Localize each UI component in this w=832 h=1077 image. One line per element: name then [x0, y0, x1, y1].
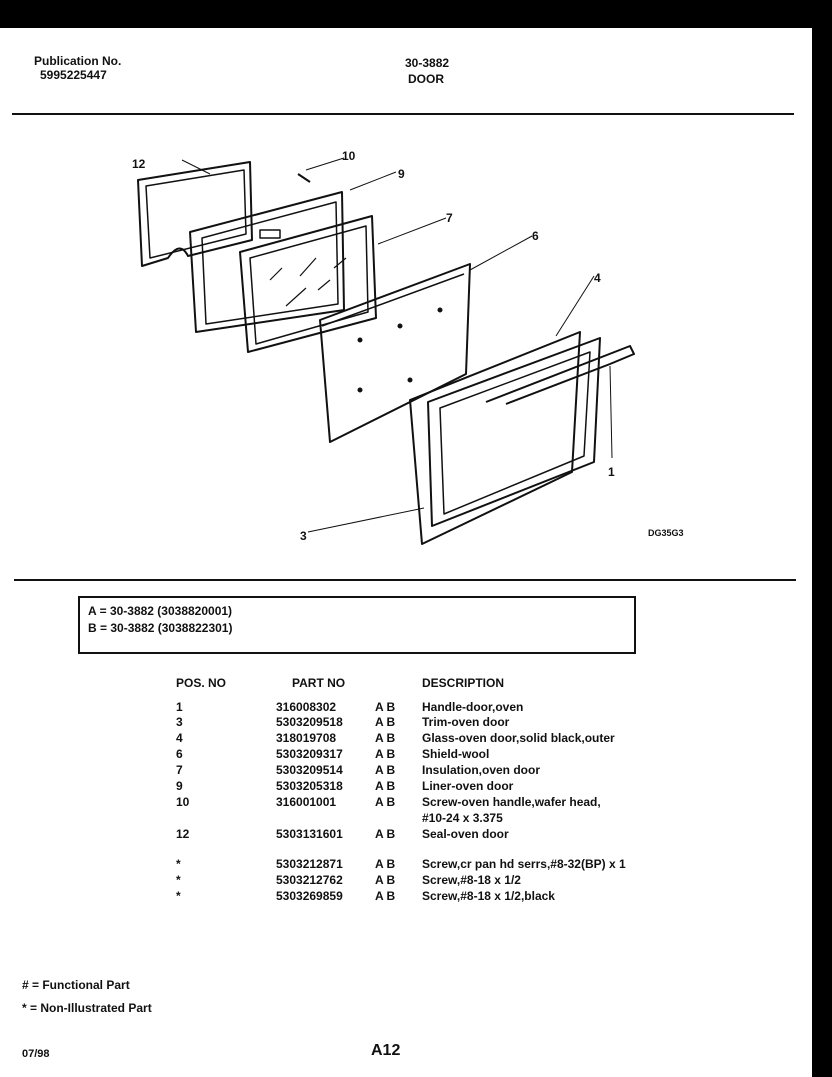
callout-7: 7	[446, 211, 453, 225]
pos-no-cell: 1	[176, 700, 183, 714]
models-cell: A B	[375, 889, 396, 903]
models-cell: A B	[375, 763, 396, 777]
models-cell: A B	[375, 857, 396, 871]
seal-part	[137, 161, 253, 267]
model-number: 30-3882	[405, 56, 450, 70]
top-black-border	[0, 0, 832, 28]
models-cell: A B	[375, 779, 396, 793]
model-text: 30-3882 (3038820001)	[109, 604, 233, 618]
pos-no-cell: *	[176, 857, 181, 871]
description-cell: Seal-oven door	[422, 827, 509, 841]
callout-6: 6	[532, 229, 539, 243]
model-eq: =	[99, 604, 107, 618]
footer-date: 07/98	[22, 1048, 50, 1060]
description-cell-continued: #10-24 x 3.375	[422, 811, 503, 825]
part-no-cell: 318019708	[276, 731, 337, 745]
part-no-cell: 5303212871	[276, 857, 343, 871]
part-no-cell: 5303212762	[276, 873, 343, 887]
models-cell: A B	[375, 747, 396, 761]
model-eq: =	[100, 621, 108, 635]
description-cell: Liner-oven door	[422, 779, 514, 793]
callout-3: 3	[300, 529, 307, 543]
insulation-part	[239, 215, 377, 353]
diagram-rule	[14, 579, 796, 581]
part-no-cell: 5303269859	[276, 889, 343, 903]
publication-label: Publication No.	[34, 54, 122, 68]
pos-no-cell: 12	[176, 827, 190, 841]
part-no-cell: 5303209317	[276, 747, 343, 761]
pos-no-cell: *	[176, 889, 181, 903]
part-no-cell: 5303209518	[276, 715, 343, 729]
pos-no-cell: 6	[176, 747, 183, 761]
trim-part	[427, 337, 601, 527]
col-pos-no: POS. NO	[176, 676, 227, 690]
model-line-a: A = 30-3882 (3038820001)	[88, 604, 232, 618]
pos-no-cell: 7	[176, 763, 183, 777]
publication-number: 5995225447	[40, 68, 107, 82]
part-no-cell: 5303205318	[276, 779, 343, 793]
pos-no-cell: 10	[176, 795, 190, 809]
shield-part	[319, 263, 471, 443]
models-cell: A B	[375, 715, 396, 729]
right-black-border	[812, 0, 832, 1077]
handle-part	[485, 345, 635, 405]
models-cell: A B	[375, 827, 396, 841]
description-cell: Glass-oven door,solid black,outer	[422, 731, 615, 745]
functional-note: # = Functional Part	[22, 978, 130, 992]
part-no-cell: 5303209514	[276, 763, 343, 777]
diagram-code: DG35G3	[648, 528, 684, 538]
description-cell: Trim-oven door	[422, 715, 510, 729]
callout-1: 1	[608, 465, 615, 479]
pos-no-cell: 4	[176, 731, 183, 745]
part-no-cell: 5303131601	[276, 827, 343, 841]
pos-no-cell: 9	[176, 779, 183, 793]
part-no-cell: 316008302	[276, 700, 337, 714]
section-title: DOOR	[408, 72, 444, 86]
col-description: DESCRIPTION	[422, 676, 505, 690]
model-key: A	[88, 604, 97, 618]
description-cell: Screw-oven handle,wafer head,	[422, 795, 601, 809]
model-text: 30-3882 (3038822301)	[110, 621, 233, 635]
exploded-door-diagram: 12 10 9 7 6 4 1 3	[110, 140, 710, 560]
description-cell: Screw,cr pan hd serrs,#8-32(BP) x 1	[422, 857, 626, 871]
diagram-svg: 12 10 9 7 6 4 1 3	[132, 149, 635, 545]
callout-4: 4	[594, 271, 601, 285]
callout-10: 10	[342, 149, 356, 163]
pos-no-cell: *	[176, 873, 181, 887]
model-legend-box: A = 30-3882 (3038820001) B = 30-3882 (30…	[78, 596, 636, 654]
model-line-b: B = 30-3882 (3038822301)	[88, 621, 232, 635]
non-illustrated-note: * = Non-Illustrated Part	[22, 1001, 152, 1015]
description-cell: Screw,#8-18 x 1/2	[422, 873, 521, 887]
outer-glass-part	[409, 331, 581, 545]
callout-12: 12	[132, 157, 146, 171]
description-cell: Shield-wool	[422, 747, 490, 761]
description-cell: Handle-door,oven	[422, 700, 524, 714]
description-cell: Insulation,oven door	[422, 763, 541, 777]
model-key: B	[88, 621, 97, 635]
description-cell: Screw,#8-18 x 1/2,black	[422, 889, 555, 903]
screw-part	[297, 173, 311, 183]
models-cell: A B	[375, 700, 396, 714]
callout-9: 9	[398, 167, 405, 181]
pos-no-cell: 3	[176, 715, 183, 729]
part-no-cell: 316001001	[276, 795, 337, 809]
models-cell: A B	[375, 873, 396, 887]
footer-page: A12	[371, 1042, 401, 1059]
col-part-no: PART NO	[292, 676, 346, 690]
header-rule	[12, 113, 794, 115]
models-cell: A B	[375, 795, 396, 809]
liner-part	[189, 191, 345, 333]
models-cell: A B	[375, 731, 396, 745]
